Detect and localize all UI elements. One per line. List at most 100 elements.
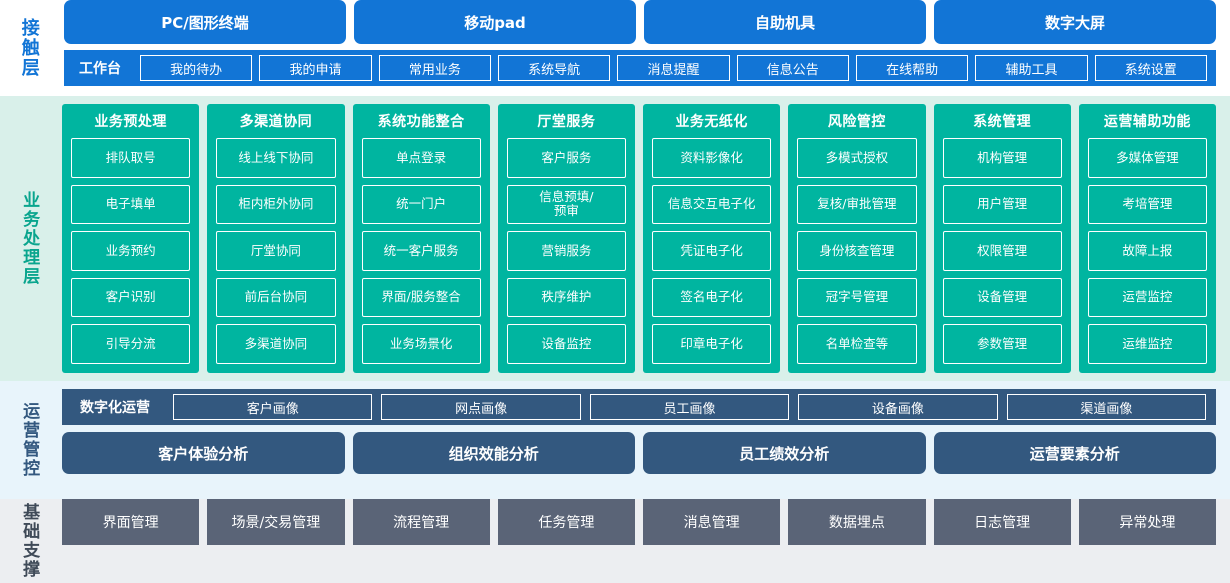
- workbench-item-my-todo[interactable]: 我的待办: [140, 55, 253, 81]
- workbench-strip: 工作台 我的待办 我的申请 常用业务 系统导航 消息提醒 信息公告 在线帮助 辅…: [64, 50, 1216, 86]
- foundation-item-data-tracking[interactable]: 数据埋点: [788, 499, 926, 545]
- workbench-item-my-application[interactable]: 我的申请: [259, 55, 372, 81]
- business-item[interactable]: 机构管理: [942, 138, 1062, 178]
- business-column-title: 多渠道协同: [239, 114, 313, 130]
- portrait-item-device[interactable]: 设备画像: [798, 394, 998, 420]
- business-item[interactable]: 用户管理: [942, 184, 1062, 225]
- foundation-item-ui-management[interactable]: 界面管理: [62, 499, 200, 545]
- foundation-item-task-management[interactable]: 任务管理: [497, 499, 635, 545]
- business-item[interactable]: 信息交互电子化: [652, 184, 772, 225]
- channel-box-digital-screen[interactable]: 数字大屏: [934, 0, 1216, 44]
- workbench-item-system-navigation[interactable]: 系统导航: [497, 55, 611, 81]
- layer-business-label: 业务处理层: [0, 96, 58, 381]
- analysis-row: 客户体验分析 组织效能分析 员工绩效分析 运营要素分析: [62, 432, 1216, 474]
- layer-business-label-text: 业务处理层: [19, 191, 40, 286]
- business-item[interactable]: 柜内柜外协同: [216, 184, 336, 225]
- business-item[interactable]: 客户识别: [71, 277, 191, 318]
- layer-operations-label-text: 运营管控: [19, 402, 40, 478]
- workbench-item-system-settings[interactable]: 系统设置: [1094, 55, 1207, 81]
- business-column-preprocessing: 业务预处理 排队取号 电子填单 业务预约 客户识别 引导分流: [62, 104, 200, 373]
- business-item[interactable]: 电子填单: [71, 184, 191, 225]
- foundation-item-process-management[interactable]: 流程管理: [352, 499, 490, 545]
- business-item[interactable]: 线上线下协同: [216, 138, 336, 178]
- foundation-item-log-management[interactable]: 日志管理: [933, 499, 1071, 545]
- business-item[interactable]: 多模式授权: [797, 138, 917, 178]
- analysis-item-employee-performance[interactable]: 员工绩效分析: [643, 432, 926, 474]
- business-item[interactable]: 营销服务: [506, 231, 626, 271]
- workbench-item-online-help[interactable]: 在线帮助: [855, 55, 969, 81]
- business-column-multichannel: 多渠道协同 线上线下协同 柜内柜外协同 厅堂协同 前后台协同 多渠道协同: [207, 104, 345, 373]
- foundation-row: 界面管理 场景/交易管理 流程管理 任务管理 消息管理 数据埋点 日志管理 异常…: [58, 499, 1230, 545]
- business-item[interactable]: 运营监控: [1087, 277, 1207, 318]
- workbench-item-message-alert[interactable]: 消息提醒: [617, 55, 730, 81]
- business-item[interactable]: 统一门户: [361, 184, 481, 225]
- business-column-risk-control: 风险管控 多模式授权 复核/审批管理 身份核查管理 冠字号管理 名单检查等: [788, 104, 926, 373]
- business-column-items: 资料影像化 信息交互电子化 凭证电子化 签名电子化 印章电子化: [652, 138, 772, 364]
- portrait-item-channel[interactable]: 渠道画像: [1006, 394, 1207, 420]
- analysis-item-org-efficiency[interactable]: 组织效能分析: [352, 432, 635, 474]
- business-column-title: 系统管理: [973, 114, 1032, 130]
- digital-operations-title: 数字化运营: [80, 400, 150, 416]
- business-item[interactable]: 客户服务: [506, 138, 626, 178]
- layer-contact-label: 接触层: [0, 0, 58, 96]
- business-item[interactable]: 业务预约: [71, 231, 191, 271]
- business-item[interactable]: 身份核查管理: [797, 231, 917, 271]
- business-item[interactable]: 设备管理: [942, 277, 1062, 318]
- business-item[interactable]: 统一客户服务: [361, 231, 481, 271]
- business-item[interactable]: 资料影像化: [652, 138, 772, 178]
- business-item[interactable]: 多渠道协同: [216, 324, 336, 364]
- business-item[interactable]: 复核/审批管理: [797, 184, 917, 225]
- channel-box-mobile-pad[interactable]: 移动pad: [354, 0, 636, 44]
- digital-operations-strip: 数字化运营 客户画像 网点画像 员工画像 设备画像 渠道画像: [62, 389, 1216, 425]
- workbench-title: 工作台: [79, 61, 121, 77]
- layer-foundation-label-text: 基础支撑: [19, 503, 40, 579]
- workbench-item-announcement[interactable]: 信息公告: [736, 55, 849, 81]
- layer-business: 业务处理层 业务预处理 排队取号 电子填单 业务预约 客户识别 引导分流 多渠道…: [0, 96, 1230, 381]
- business-column-items: 机构管理 用户管理 权限管理 设备管理 参数管理: [942, 138, 1062, 364]
- business-item[interactable]: 多媒体管理: [1087, 138, 1207, 178]
- channel-box-self-service[interactable]: 自助机具: [644, 0, 926, 44]
- business-item[interactable]: 设备监控: [506, 324, 626, 364]
- portrait-item-employee[interactable]: 员工画像: [589, 394, 790, 420]
- analysis-item-operation-factors[interactable]: 运营要素分析: [933, 432, 1216, 474]
- portrait-item-customer[interactable]: 客户画像: [173, 394, 373, 420]
- business-item[interactable]: 秩序维护: [506, 277, 626, 318]
- business-item[interactable]: 引导分流: [71, 324, 191, 364]
- business-column-title: 系统功能整合: [377, 114, 465, 130]
- foundation-item-scenario-transaction-management[interactable]: 场景/交易管理: [207, 499, 345, 545]
- business-item[interactable]: 印章电子化: [652, 324, 772, 364]
- business-item[interactable]: 凭证电子化: [652, 231, 772, 271]
- business-item[interactable]: 界面/服务整合: [361, 277, 481, 318]
- business-item[interactable]: 故障上报: [1087, 231, 1207, 271]
- business-column-title: 业务无纸化: [675, 114, 748, 130]
- channel-box-pc[interactable]: PC/图形终端: [64, 0, 346, 44]
- business-item[interactable]: 运维监控: [1087, 324, 1207, 364]
- business-item[interactable]: 单点登录: [361, 138, 481, 178]
- business-column-items: 多媒体管理 考培管理 故障上报 运营监控 运维监控: [1087, 138, 1207, 364]
- business-item[interactable]: 权限管理: [942, 231, 1062, 271]
- business-item[interactable]: 厅堂协同: [216, 231, 336, 271]
- business-item[interactable]: 参数管理: [942, 324, 1062, 364]
- business-item[interactable]: 考培管理: [1087, 184, 1207, 225]
- business-item[interactable]: 冠字号管理: [797, 277, 917, 318]
- business-item[interactable]: 签名电子化: [652, 277, 772, 318]
- analysis-item-customer-experience[interactable]: 客户体验分析: [62, 432, 345, 474]
- foundation-item-exception-handling[interactable]: 异常处理: [1078, 499, 1216, 545]
- foundation-item-message-management[interactable]: 消息管理: [643, 499, 781, 545]
- workbench-item-common-business[interactable]: 常用业务: [378, 55, 491, 81]
- layer-contact-body: PC/图形终端 移动pad 自助机具 数字大屏 工作台 我的待办 我的申请 常用…: [58, 0, 1230, 96]
- portrait-item-branch[interactable]: 网点画像: [381, 394, 581, 420]
- business-item[interactable]: 名单检查等: [797, 324, 917, 364]
- business-item[interactable]: 前后台协同: [216, 277, 336, 318]
- business-column-title: 厅堂服务: [537, 114, 596, 130]
- business-item[interactable]: 业务场景化: [361, 324, 481, 364]
- business-item[interactable]: 排队取号: [71, 138, 191, 178]
- business-column-title: 运营辅助功能: [1103, 114, 1191, 130]
- layer-operations: 运营管控 数字化运营 客户画像 网点画像 员工画像 设备画像 渠道画像 客户体验…: [0, 381, 1230, 499]
- layer-foundation-body: 界面管理 场景/交易管理 流程管理 任务管理 消息管理 数据埋点 日志管理 异常…: [58, 499, 1230, 583]
- business-column-items: 线上线下协同 柜内柜外协同 厅堂协同 前后台协同 多渠道协同: [216, 138, 336, 364]
- layer-foundation-label: 基础支撑: [0, 499, 58, 583]
- workbench-item-aux-tools[interactable]: 辅助工具: [975, 55, 1088, 81]
- business-item[interactable]: 信息预填/ 预审: [506, 184, 626, 225]
